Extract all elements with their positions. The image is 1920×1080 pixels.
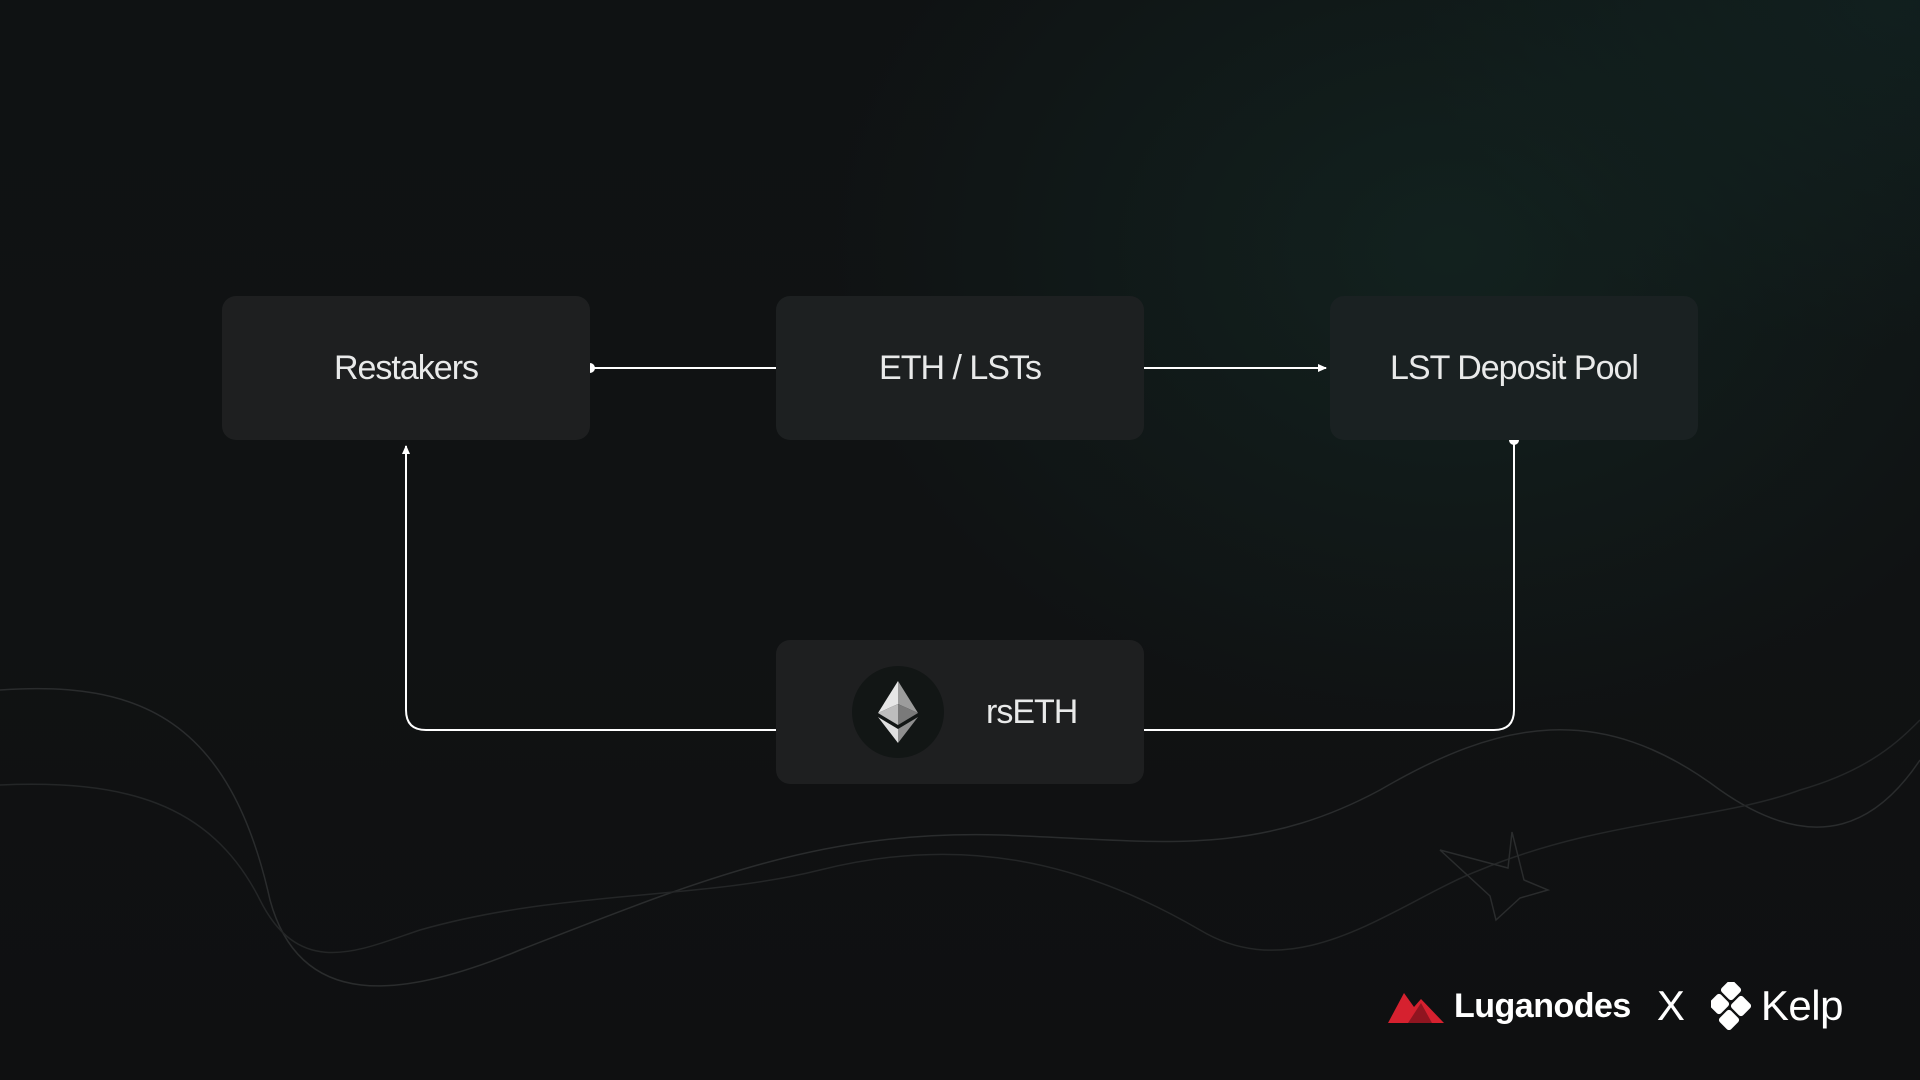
wave-line-2 [0, 719, 1920, 954]
node-eth-lsts-label: ETH / LSTs [879, 348, 1042, 387]
node-eth-lsts: ETH / LSTs [776, 296, 1144, 440]
decorative-star-shape [1439, 831, 1551, 922]
wave-line-1 [0, 687, 1920, 987]
kelp-knot-logo-icon [1710, 982, 1751, 1030]
luganodes-wordmark: Luganodes [1454, 986, 1631, 1025]
node-rseth: rsETH [776, 640, 1144, 784]
mountain-peaks-logo-icon [1388, 993, 1444, 1023]
connector-rseth-to-restakers [402, 445, 776, 731]
node-restakers-label: Restakers [333, 348, 479, 387]
kelp-wordmark: Kelp [1760, 982, 1844, 1029]
node-rseth-label: rsETH [986, 692, 1078, 731]
node-lst-deposit-pool: LST Deposit Pool [1330, 296, 1698, 440]
connector-pool-to-rseth [1144, 440, 1515, 731]
node-restakers: Restakers [222, 296, 590, 440]
brand-separator: X [1656, 982, 1685, 1029]
ethereum-diamond-icon [852, 666, 944, 758]
node-lst-deposit-pool-label: LST Deposit Pool [1390, 348, 1639, 387]
brand-lockup: Luganodes X Kelp [1388, 978, 1843, 1034]
